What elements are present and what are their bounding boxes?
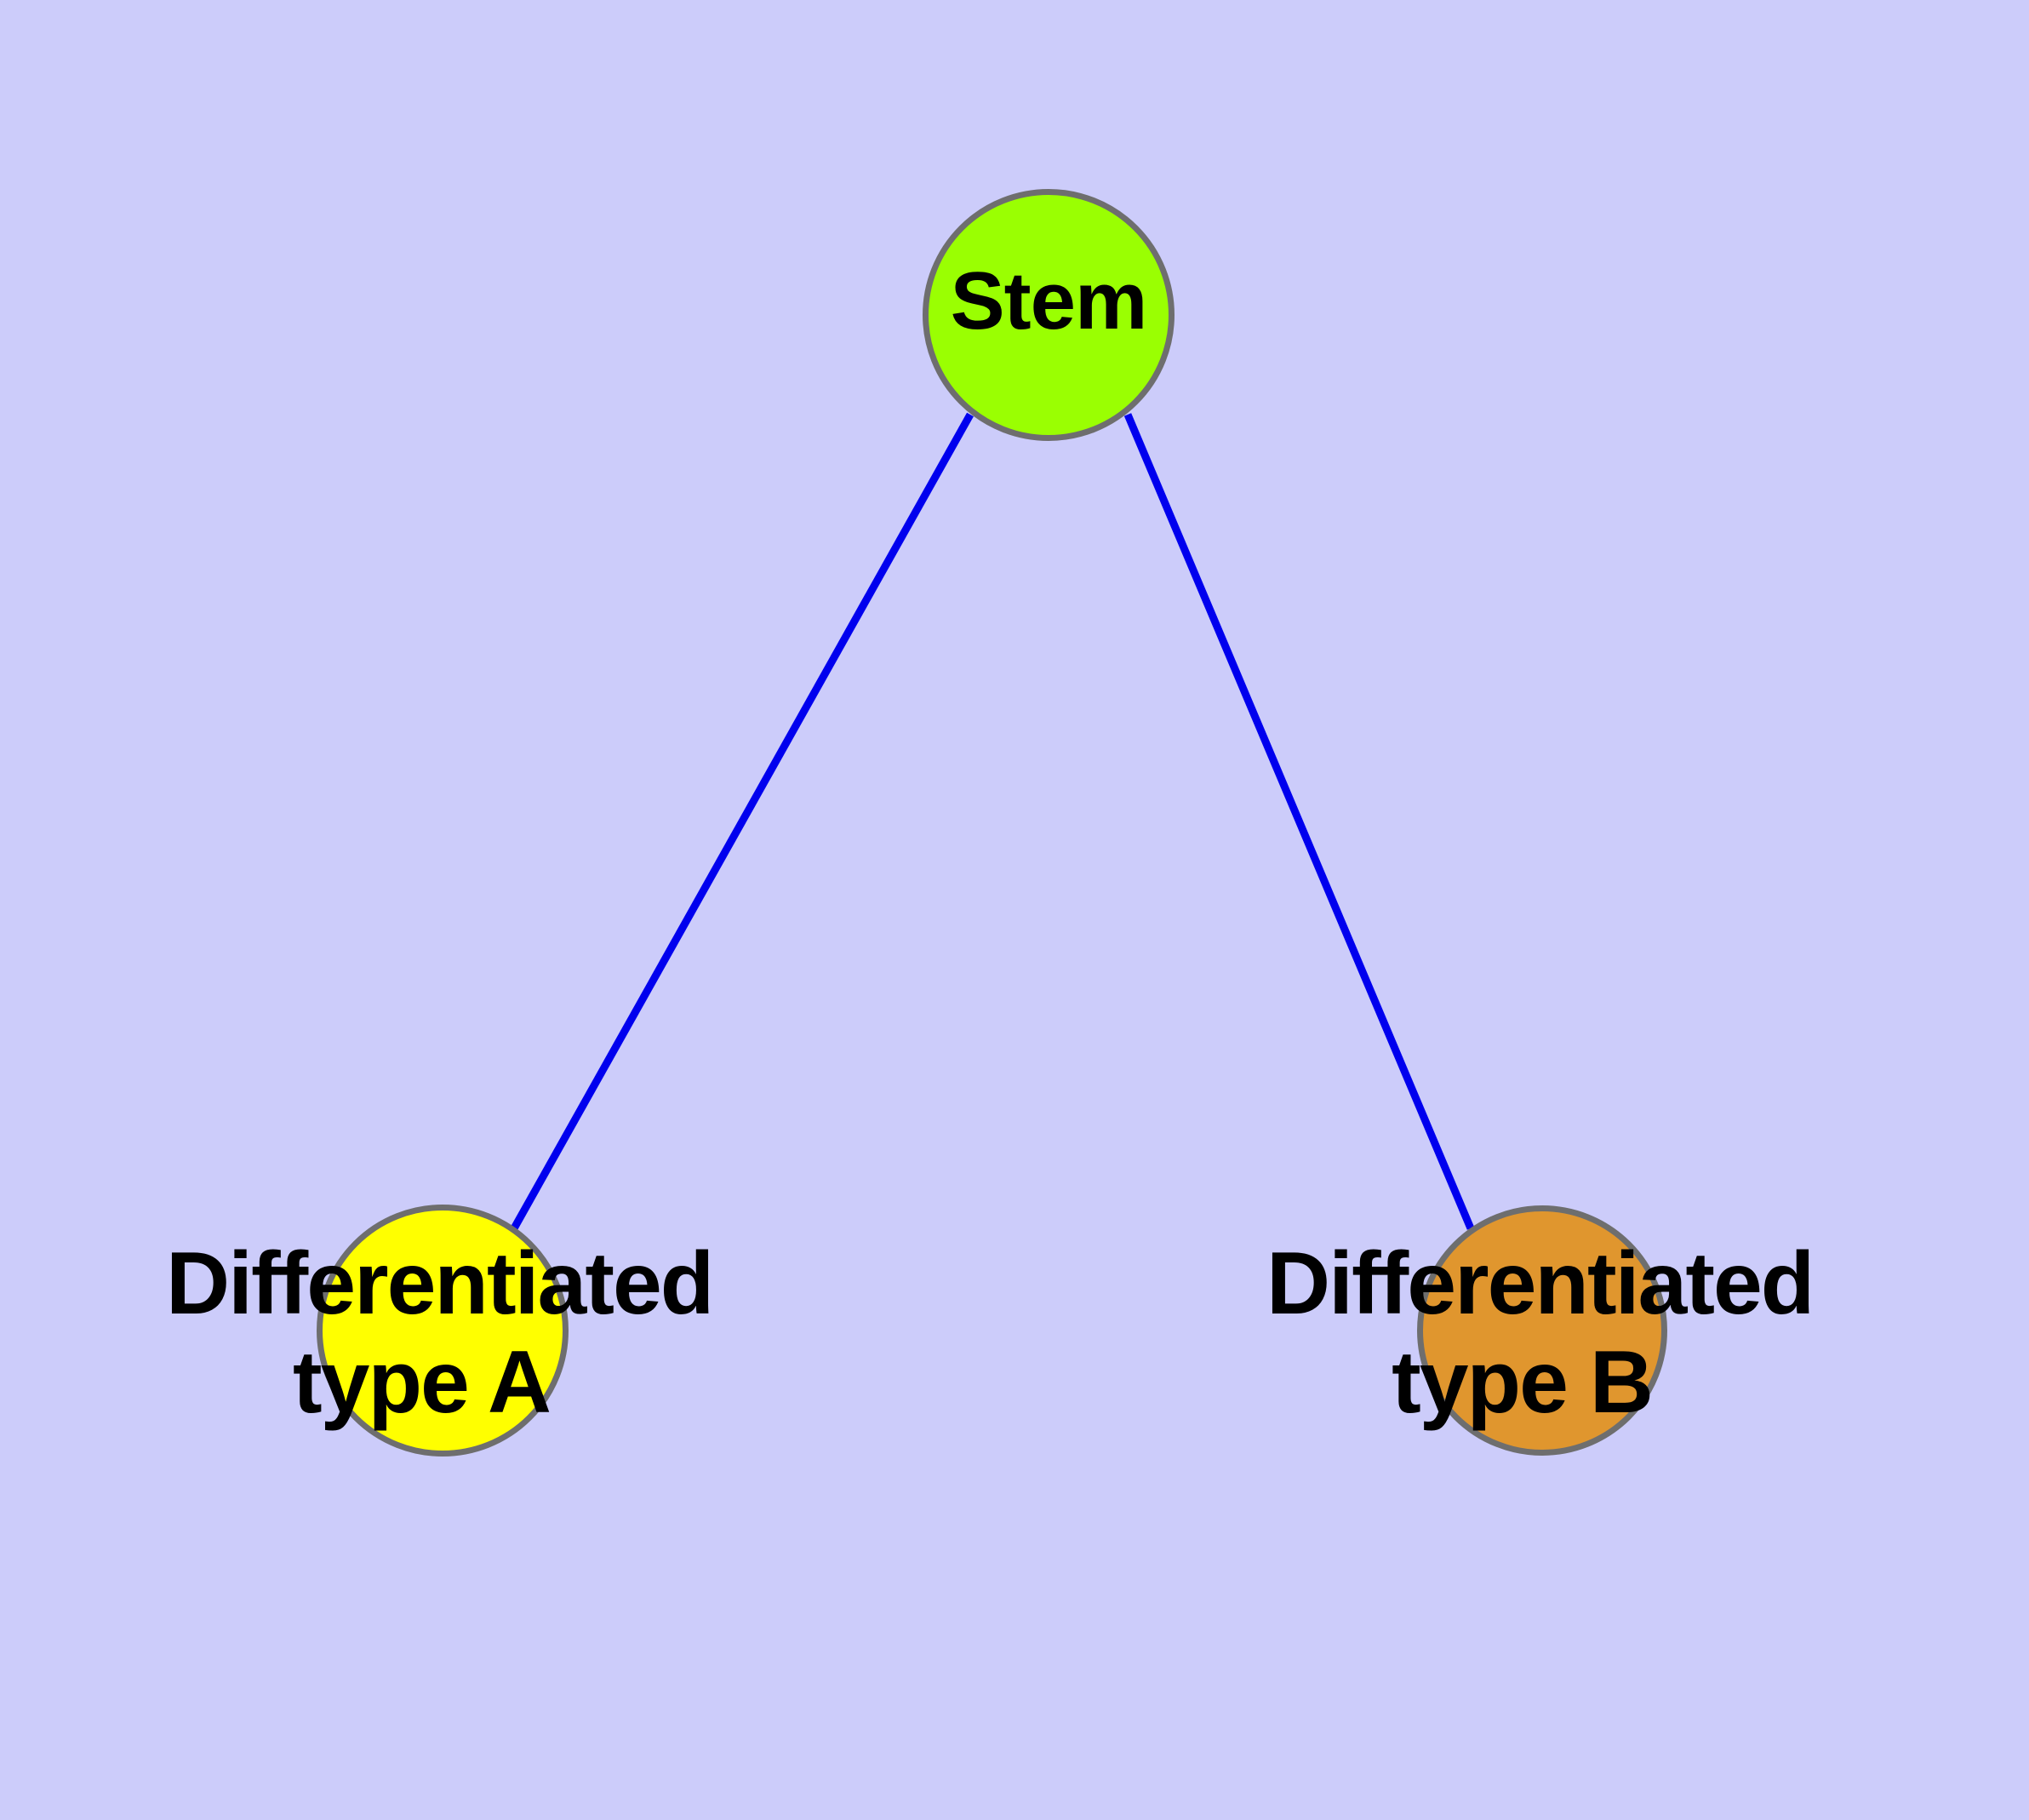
node-differentiated-type-b[interactable] — [1417, 1205, 1667, 1456]
edge-stem-to-differentiated-type-a — [511, 412, 974, 1231]
node-differentiated-type-a[interactable] — [317, 1205, 569, 1457]
edge-stem-to-differentiated-type-b — [1123, 413, 1475, 1230]
node-stem[interactable] — [923, 189, 1175, 441]
